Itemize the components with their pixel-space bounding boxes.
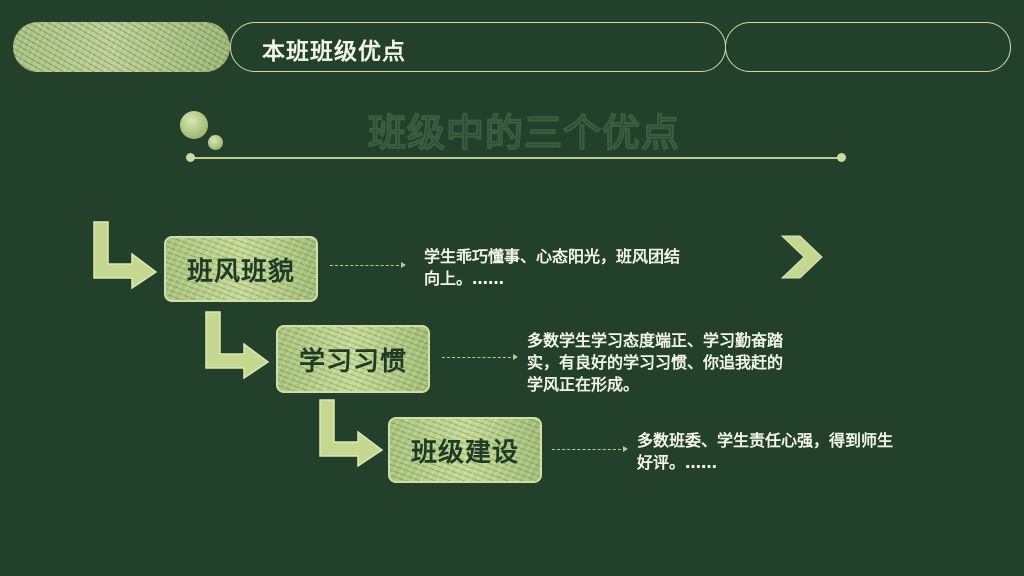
step-description-1: 学生乖巧懂事、心态阳光，班风团结 向上。……: [424, 246, 680, 290]
section-title: 班级中的三个优点: [367, 111, 681, 156]
bent-arrow-icon: [205, 311, 270, 380]
bent-arrow-icon: [319, 399, 384, 468]
desc-line: 学生乖巧懂事、心态阳光，班风团结: [424, 247, 681, 266]
bent-arrow-icon: [93, 221, 158, 290]
empty-pill: [725, 22, 1011, 72]
step-box-2: 学习习惯: [276, 325, 430, 393]
chevron-right-icon: [780, 235, 823, 279]
step-description-3: 多数班委、学生责任心强，得到师生 好评。……: [637, 430, 893, 474]
desc-line: 多数学生学习态度端正、学习勤奋踏: [527, 331, 784, 350]
decor-dot-large: [180, 111, 208, 139]
section-divider: [190, 157, 842, 159]
page-title: 本班班级优点: [262, 39, 406, 65]
step-description-2: 多数学生学习态度端正、学习勤奋踏 实，有良好的学习习惯、你追我赶的 学风正在形成…: [527, 330, 783, 396]
step-box-3: 班级建设: [388, 417, 542, 483]
chalk-decoration-pill: [13, 22, 230, 72]
step-label: 学习习惯: [298, 346, 407, 377]
decor-dot-small: [208, 135, 223, 150]
divider-dot-left: [186, 153, 195, 162]
desc-line: 实，有良好的学习习惯、你追我赶的: [527, 353, 784, 372]
step-label: 班风班貌: [186, 256, 295, 287]
desc-line: 学风正在形成。: [527, 375, 640, 394]
desc-line: 向上。……: [424, 269, 505, 288]
step-box-1: 班风班貌: [164, 236, 318, 302]
connector-dash: [330, 262, 406, 268]
connector-dash: [552, 446, 628, 452]
connector-dash: [442, 354, 518, 360]
divider-dot-right: [837, 153, 846, 162]
step-label: 班级建设: [410, 437, 519, 468]
desc-line: 好评。……: [637, 453, 718, 472]
desc-line: 多数班委、学生责任心强，得到师生: [637, 431, 894, 450]
